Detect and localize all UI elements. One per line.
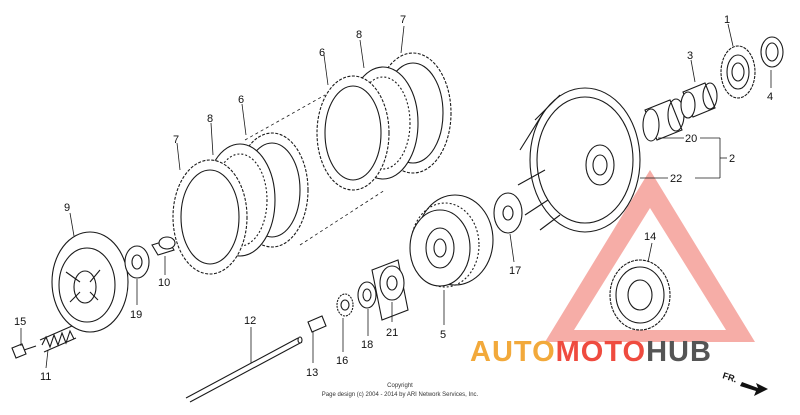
- callout-6-front: 6: [238, 94, 244, 106]
- clutch-spring: [39, 325, 77, 353]
- callout-4: 4: [767, 91, 773, 103]
- lifter-cam-piece: [307, 315, 327, 333]
- callout-21: 21: [386, 327, 398, 339]
- callout-22: 22: [670, 173, 682, 185]
- washer: [357, 281, 377, 309]
- callout-6-rear: 6: [319, 47, 325, 59]
- callout-11: 11: [40, 371, 51, 383]
- lifter-piece: [151, 236, 176, 256]
- callout-18: 18: [361, 339, 373, 351]
- clutch-outer-housing: [517, 87, 641, 233]
- callout-2: 2: [729, 153, 735, 165]
- judder-plate-rear: [316, 75, 390, 191]
- callout-8-rear: 8: [356, 29, 362, 41]
- callout-12: 12: [244, 315, 256, 327]
- oil-pump-drive-gear: [609, 259, 671, 331]
- callout-17: 17: [509, 265, 521, 277]
- callout-15: 15: [14, 316, 26, 328]
- pressure-plate: [51, 231, 129, 333]
- thrust-washer: [493, 192, 523, 234]
- spring-bolt: [11, 343, 37, 359]
- lock-nut: [336, 293, 354, 317]
- leader-lines: [20, 23, 772, 369]
- callout-13: 13: [306, 367, 318, 379]
- release-bearing: [124, 245, 150, 279]
- collar: [680, 82, 718, 119]
- clutch-center: [409, 194, 494, 288]
- watermark-logo: AUTOMOTOHUB: [470, 336, 712, 368]
- callout-8-front: 8: [207, 113, 213, 125]
- front-direction-indicator: FR.: [721, 370, 768, 396]
- callout-10: 10: [158, 277, 170, 289]
- front-arrow-icon: [740, 382, 768, 396]
- callout-9: 9: [64, 202, 70, 214]
- lock-washer: [371, 259, 409, 321]
- callout-7-rear: 7: [400, 14, 406, 26]
- front-direction-label: FR.: [721, 370, 738, 384]
- lifter-rod: [185, 336, 303, 403]
- callout-1: 1: [724, 14, 730, 26]
- friction-disc-front: [172, 159, 248, 275]
- needle-bearing: [642, 98, 685, 142]
- copyright-line-1: Copyright: [387, 383, 413, 389]
- callout-labels: 1 2 3 4 5 6 6 7 7 8 8 9 10 11 12 13 14 1…: [14, 14, 773, 383]
- callout-7-front: 7: [173, 134, 179, 146]
- watermark-text: AUTOMOTOHUB: [470, 336, 712, 368]
- callout-16: 16: [336, 355, 348, 367]
- callout-5: 5: [440, 329, 446, 341]
- plate-stack-guide: [244, 94, 386, 246]
- oil-seal: [760, 36, 784, 68]
- drive-sprocket: [720, 45, 756, 99]
- copyright-line-2: Page design (c) 2004 - 2014 by ARI Netwo…: [322, 392, 479, 398]
- callout-3: 3: [687, 50, 693, 62]
- callout-20: 20: [685, 133, 697, 145]
- watermark-triangle: [545, 170, 755, 342]
- callout-14: 14: [644, 231, 656, 243]
- copyright-notice: Copyright Page design (c) 2004 - 2014 by…: [322, 383, 479, 398]
- callout-19: 19: [130, 309, 142, 321]
